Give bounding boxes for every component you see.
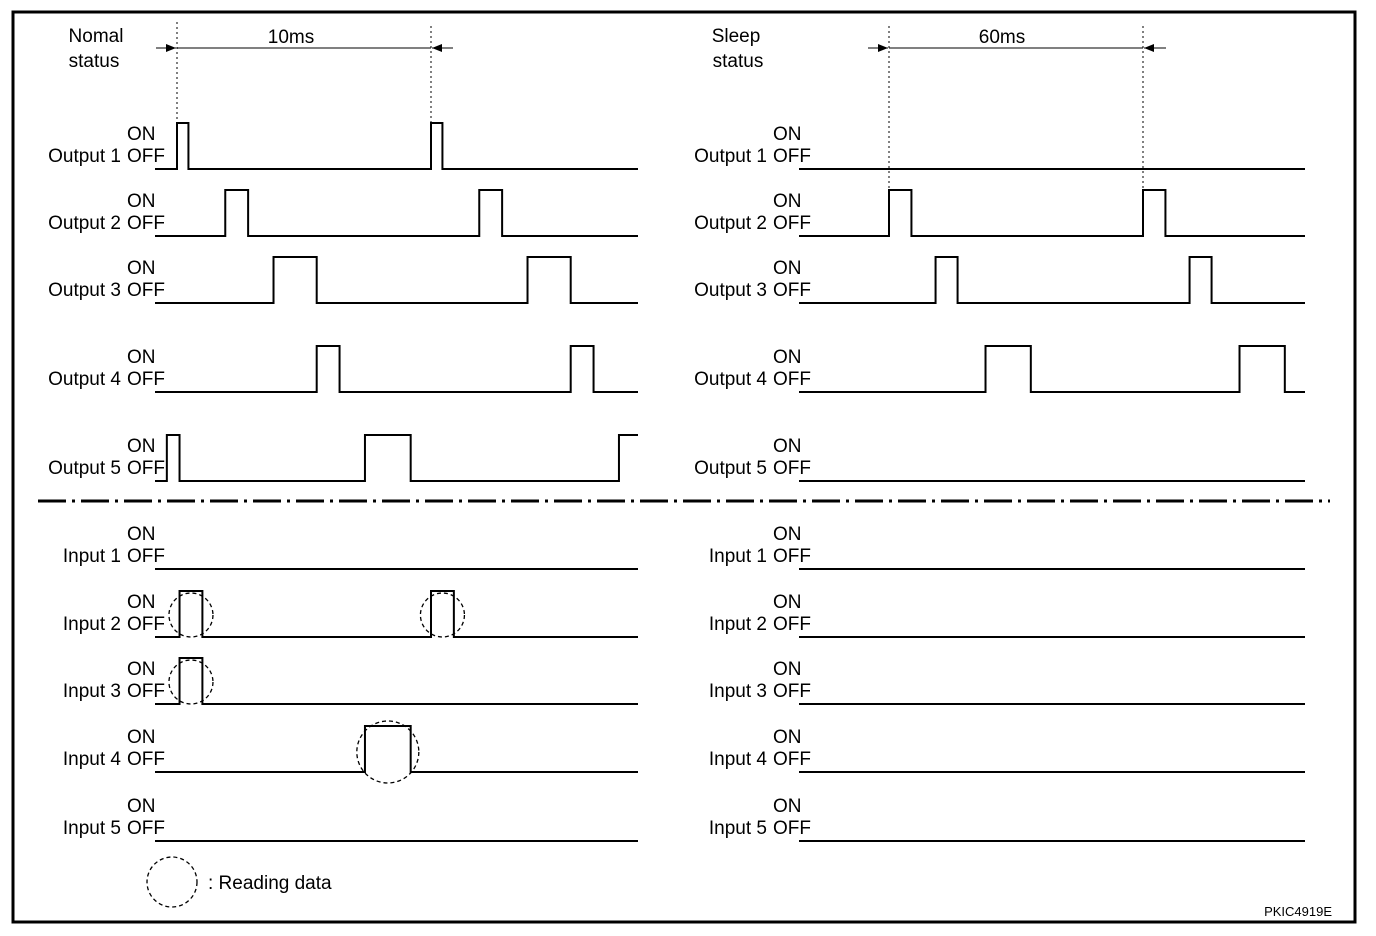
diagram-frame — [11, 10, 1357, 924]
left-out-2-name-label: Output 2 — [48, 213, 121, 234]
left-out-3-off-label: OFF — [127, 280, 165, 301]
left-in-4-on-label: ON — [127, 727, 156, 748]
left-out-1-name-label: Output 1 — [48, 146, 121, 167]
right-in-2-off-label: OFF — [773, 614, 811, 635]
right-out-3-name-label: Output 3 — [694, 280, 767, 301]
figure-code: PKIC4919E — [1264, 904, 1332, 919]
left-in-3-on-label: ON — [127, 659, 156, 680]
right-in-3-on-label: ON — [773, 659, 802, 680]
reading-data-legend-label: : Reading data — [208, 873, 332, 894]
right-in-2-on-label: ON — [773, 592, 802, 613]
reading-data-legend-icon — [146, 856, 198, 908]
right-out-4-on-label: ON — [773, 347, 802, 368]
left-in-4-name-label: Input 4 — [63, 749, 122, 770]
left-out-3-name-label: Output 3 — [48, 280, 121, 301]
left-out-5-waveform — [155, 434, 638, 482]
left-out-4-off-label: OFF — [127, 369, 165, 390]
left-out-5-name-label: Output 5 — [48, 458, 121, 479]
left-out-2-waveform — [155, 189, 638, 237]
right-out-5-off-label: OFF — [773, 458, 811, 479]
left-in-5-on-label: ON — [127, 796, 156, 817]
right-in-4-on-label: ON — [773, 727, 802, 748]
right-in-4-off-label: OFF — [773, 749, 811, 770]
left-in-1-on-label: ON — [127, 524, 156, 545]
left-out-5-on-label: ON — [127, 436, 156, 457]
left-out-4-waveform — [155, 345, 638, 393]
left-reading-mark-2 — [419, 592, 466, 638]
right-status-line-1: Sleep — [712, 26, 761, 47]
left-out-1-off-label: OFF — [127, 146, 165, 167]
right-out-3-off-label: OFF — [773, 280, 811, 301]
right-status-line-2: status — [713, 51, 764, 72]
left-in-2-waveform — [155, 590, 638, 638]
left-out-1-waveform — [155, 122, 638, 170]
right-in-1-on-label: ON — [773, 524, 802, 545]
left-in-3-name-label: Input 3 — [63, 681, 121, 702]
left-in-2-off-label: OFF — [127, 614, 165, 635]
left-in-4-waveform — [155, 725, 638, 773]
right-out-1-name-label: Output 1 — [694, 146, 767, 167]
right-out-1-off-label: OFF — [773, 146, 811, 167]
left-in-5-off-label: OFF — [127, 818, 165, 839]
right-out-3-waveform — [799, 256, 1305, 304]
left-in-2-on-label: ON — [127, 592, 156, 613]
left-in-4-off-label: OFF — [127, 749, 165, 770]
left-in-3-off-label: OFF — [127, 681, 165, 702]
right-out-2-waveform — [799, 189, 1305, 237]
left-in-3-waveform — [155, 657, 638, 705]
right-in-5-name-label: Input 5 — [709, 818, 767, 839]
right-out-4-waveform — [799, 345, 1305, 393]
left-out-3-waveform — [155, 256, 638, 304]
left-in-5-name-label: Input 5 — [63, 818, 121, 839]
left-in-1-off-label: OFF — [127, 546, 165, 567]
right-out-1-on-label: ON — [773, 124, 802, 145]
right-in-2-name-label: Input 2 — [709, 614, 767, 635]
left-out-1-on-label: ON — [127, 124, 156, 145]
right-out-4-off-label: OFF — [773, 369, 811, 390]
left-reading-mark-1 — [168, 592, 214, 638]
left-out-2-off-label: OFF — [127, 213, 165, 234]
right-in-3-name-label: Input 3 — [709, 681, 767, 702]
left-status-line-1: Nomal — [69, 26, 124, 47]
left-period-label: 10ms — [268, 27, 314, 48]
left-reading-mark-3 — [168, 659, 214, 705]
right-in-5-on-label: ON — [773, 796, 802, 817]
left-out-5-off-label: OFF — [127, 458, 165, 479]
right-in-3-off-label: OFF — [773, 681, 811, 702]
left-in-2-name-label: Input 2 — [63, 614, 121, 635]
right-out-5-on-label: ON — [773, 436, 802, 457]
left-out-4-name-label: Output 4 — [48, 369, 121, 390]
right-out-5-name-label: Output 5 — [694, 458, 767, 479]
left-out-3-on-label: ON — [127, 258, 156, 279]
right-out-3-on-label: ON — [773, 258, 802, 279]
right-out-2-on-label: ON — [773, 191, 802, 212]
left-reading-mark-4 — [356, 720, 420, 784]
right-out-4-name-label: Output 4 — [694, 369, 767, 390]
right-in-5-off-label: OFF — [773, 818, 811, 839]
left-out-4-on-label: ON — [127, 347, 156, 368]
left-out-2-on-label: ON — [127, 191, 156, 212]
signal-rows: ON Output 1 ON Output 2 ON Output 3 ON Output 4… — [48, 122, 1305, 842]
left-status-line-2: status — [69, 51, 120, 72]
right-in-1-name-label: Input 1 — [709, 546, 767, 567]
right-out-2-name-label: Output 2 — [694, 213, 767, 234]
right-in-1-off-label: OFF — [773, 546, 811, 567]
left-in-1-name-label: Input 1 — [63, 546, 121, 567]
right-period-label: 60ms — [979, 27, 1025, 48]
right-in-4-name-label: Input 4 — [709, 749, 768, 770]
right-out-2-off-label: OFF — [773, 213, 811, 234]
